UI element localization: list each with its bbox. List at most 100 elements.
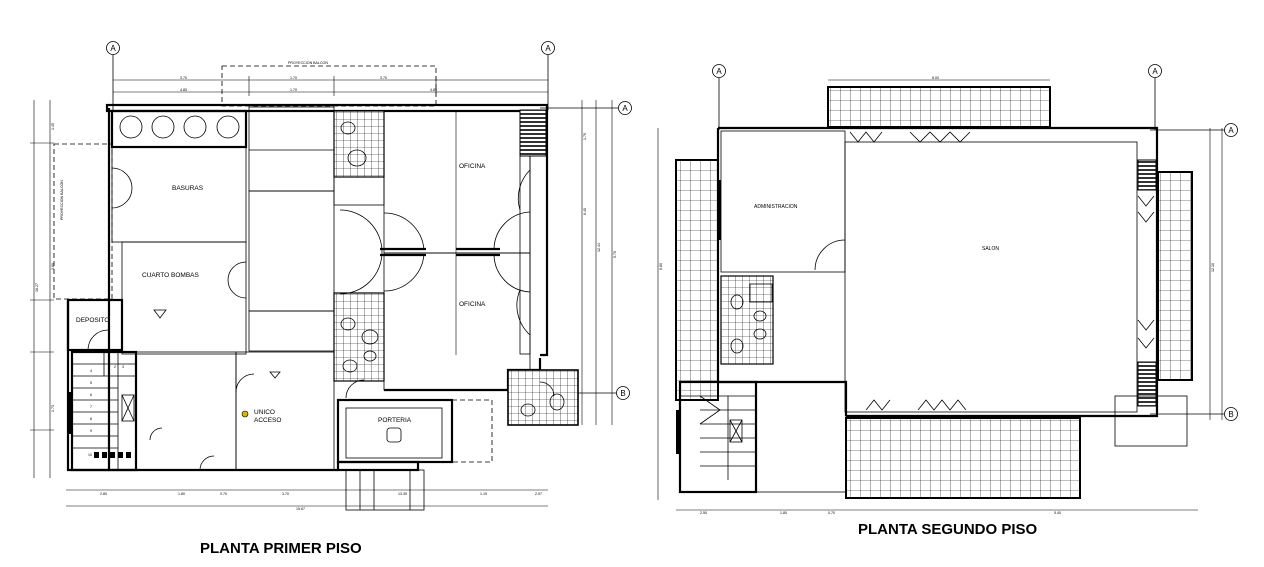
water-tank <box>216 115 240 139</box>
svg-text:16.27: 16.27 <box>35 283 39 292</box>
svg-text:8.00: 8.00 <box>932 76 939 80</box>
svg-text:2: 2 <box>114 365 116 369</box>
room-administracion <box>720 130 846 273</box>
svg-text:7: 7 <box>90 405 92 409</box>
water-tank <box>151 115 175 139</box>
balcony-projection-side <box>53 143 113 300</box>
axis-marker: A <box>1150 123 1238 137</box>
entrance-steps <box>345 469 425 511</box>
balcony-projection-label: PROYECCION BALCON <box>288 61 328 65</box>
axis-label: A <box>716 67 722 76</box>
room-entrance <box>235 351 335 471</box>
room-label: PORTERIA <box>378 417 412 424</box>
svg-text:12.10: 12.10 <box>1211 263 1215 272</box>
svg-text:9: 9 <box>90 429 92 433</box>
room-label: ACCESO <box>254 417 281 424</box>
svg-text:5: 5 <box>90 381 92 385</box>
sink-icon <box>347 149 367 167</box>
room-label: CUARTO BOMBAS <box>142 272 199 279</box>
sink-icon <box>753 328 767 340</box>
axis-marker: A <box>541 41 555 110</box>
room-label: SALON <box>982 246 999 252</box>
sink-icon <box>363 350 377 362</box>
entrance-marker-icon <box>241 410 249 418</box>
window-swings <box>917 399 967 411</box>
balcony-tile-floor <box>1157 171 1193 381</box>
room-porteria <box>336 398 454 464</box>
bathroom-tile-floor <box>720 275 774 365</box>
room-basuras <box>111 146 247 243</box>
axis-label: A <box>545 44 551 53</box>
toilet-icon <box>730 338 744 354</box>
svg-text:2.80: 2.80 <box>100 492 107 496</box>
toilet-icon <box>730 294 744 310</box>
svg-text:4.85: 4.85 <box>430 88 437 92</box>
sink-icon <box>549 393 565 411</box>
svg-text:1.80: 1.80 <box>178 492 185 496</box>
svg-text:4: 4 <box>90 369 92 373</box>
balcony-tile-floor <box>827 86 1051 128</box>
toilet-icon <box>340 317 356 331</box>
svg-text:10: 10 <box>88 453 92 457</box>
svg-text:1: 1 <box>108 365 110 369</box>
axis-marker: B <box>1150 407 1238 421</box>
stair-steps: 4 5 6 7 8 9 10 1 2 3 <box>72 352 136 470</box>
axis-marker: A <box>1148 64 1162 130</box>
room-label: DEPOSITO <box>76 317 109 324</box>
axis-marker: A <box>712 64 726 130</box>
door-swing <box>111 167 133 189</box>
svg-text:5.40: 5.40 <box>1054 511 1061 515</box>
svg-text:3.80: 3.80 <box>51 263 55 270</box>
svg-text:13.30: 13.30 <box>398 492 407 496</box>
axis-label: B <box>1228 410 1233 419</box>
stair-steps <box>680 395 756 480</box>
svg-text:1.70: 1.70 <box>290 88 297 92</box>
svg-text:3: 3 <box>122 365 124 369</box>
svg-text:4.85: 4.85 <box>180 88 187 92</box>
svg-text:6.40: 6.40 <box>583 208 587 215</box>
svg-text:1.70: 1.70 <box>583 133 587 140</box>
room-lower <box>755 381 847 493</box>
exterior-wall <box>540 108 549 357</box>
svg-text:1.70: 1.70 <box>290 76 297 80</box>
window-hatch <box>1137 361 1157 407</box>
room-salon <box>844 141 1138 413</box>
corridor-block <box>248 310 335 352</box>
svg-text:2.50: 2.50 <box>700 511 707 515</box>
axis-marker: A <box>540 101 632 115</box>
window-swings <box>865 399 891 411</box>
plan-title: PLANTA SEGUNDO PISO <box>858 521 1038 538</box>
room-lower-left <box>135 351 237 471</box>
room-oficina <box>383 110 531 254</box>
exterior-wall <box>107 108 338 472</box>
axis-label: A <box>1152 67 1158 76</box>
svg-text:12.44: 12.44 <box>597 243 601 252</box>
balcony-tile-floor <box>675 159 719 401</box>
bathroom-tile-floor <box>333 292 385 382</box>
water-tank <box>183 115 207 139</box>
svg-text:5.70: 5.70 <box>613 251 617 258</box>
svg-text:3.70: 3.70 <box>380 76 387 80</box>
room-label: OFICINA <box>459 301 486 308</box>
sink-icon <box>753 310 767 322</box>
room-deposito <box>66 298 124 352</box>
exterior-wall <box>66 300 109 472</box>
door-swing <box>111 187 133 209</box>
axis-marker: A <box>106 41 120 110</box>
door-swing <box>339 251 383 295</box>
sink-icon <box>361 329 379 345</box>
svg-text:1.15: 1.15 <box>480 492 487 496</box>
axis-label: B <box>620 389 625 398</box>
axis-label: A <box>110 44 116 53</box>
room-label: UNICO <box>254 409 275 416</box>
svg-text:8: 8 <box>90 417 92 421</box>
room-label: ADMINISTRACION <box>754 204 798 210</box>
balcony-projection <box>221 65 437 107</box>
corridor-block <box>248 190 335 312</box>
chair-icon <box>386 427 402 443</box>
water-tank <box>119 115 143 139</box>
window-swings <box>909 131 971 143</box>
balcony-projection-side-label: PROYECCION BALCON <box>60 180 64 220</box>
svg-text:6.80: 6.80 <box>659 263 663 270</box>
